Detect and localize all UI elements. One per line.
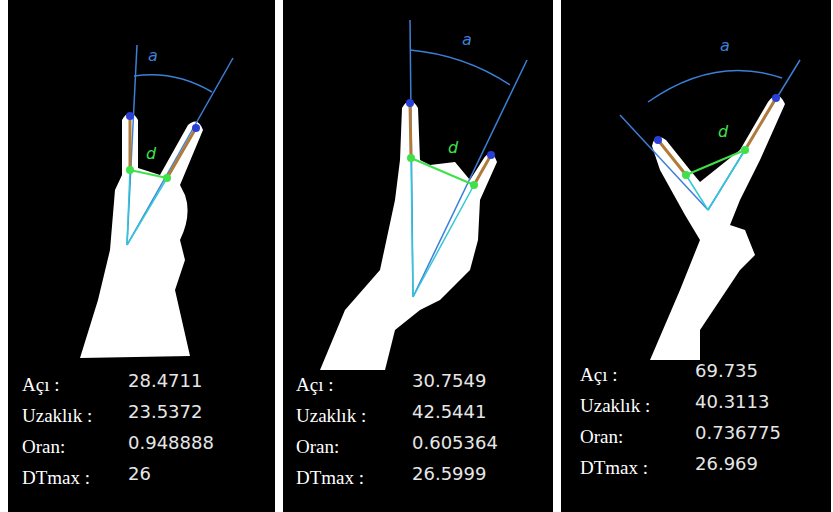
measure-value: 0.605364: [412, 434, 498, 452]
distance-symbol: d: [718, 124, 728, 140]
measure-name: Oran:: [22, 437, 65, 456]
measure-name: DTmax :: [296, 468, 364, 487]
measure-value: 30.7549: [412, 372, 486, 390]
measure-name: Oran:: [296, 437, 339, 456]
measure-value: 26.5999: [412, 465, 486, 483]
measure-name: Uzaklık :: [296, 406, 366, 425]
measure-value: 0.948888: [128, 434, 214, 452]
measure-value: 26: [128, 465, 151, 483]
measure-value: 26.969: [695, 455, 758, 473]
measure-name: DTmax :: [580, 458, 648, 477]
measure-name: Açı :: [296, 375, 333, 394]
measure-value: 0.736775: [695, 424, 781, 442]
distance-symbol: d: [146, 146, 156, 162]
measure-value: 40.3113: [695, 393, 769, 411]
measure-name: Açı :: [580, 365, 617, 384]
measure-value: 69.735: [695, 362, 758, 380]
angle-symbol: a: [720, 38, 730, 54]
measure-name: Oran:: [580, 427, 623, 446]
measure-value: 42.5441: [412, 403, 486, 421]
measure-name: DTmax :: [22, 468, 90, 487]
measure-name: Uzaklık :: [580, 396, 650, 415]
angle-symbol: a: [462, 32, 472, 48]
measure-name: Açı :: [22, 375, 59, 394]
distance-symbol: d: [448, 140, 458, 156]
measure-value: 23.5372: [128, 403, 202, 421]
measure-name: Uzaklık :: [22, 406, 92, 425]
measure-value: 28.4711: [128, 372, 202, 390]
angle-symbol: a: [148, 48, 158, 64]
